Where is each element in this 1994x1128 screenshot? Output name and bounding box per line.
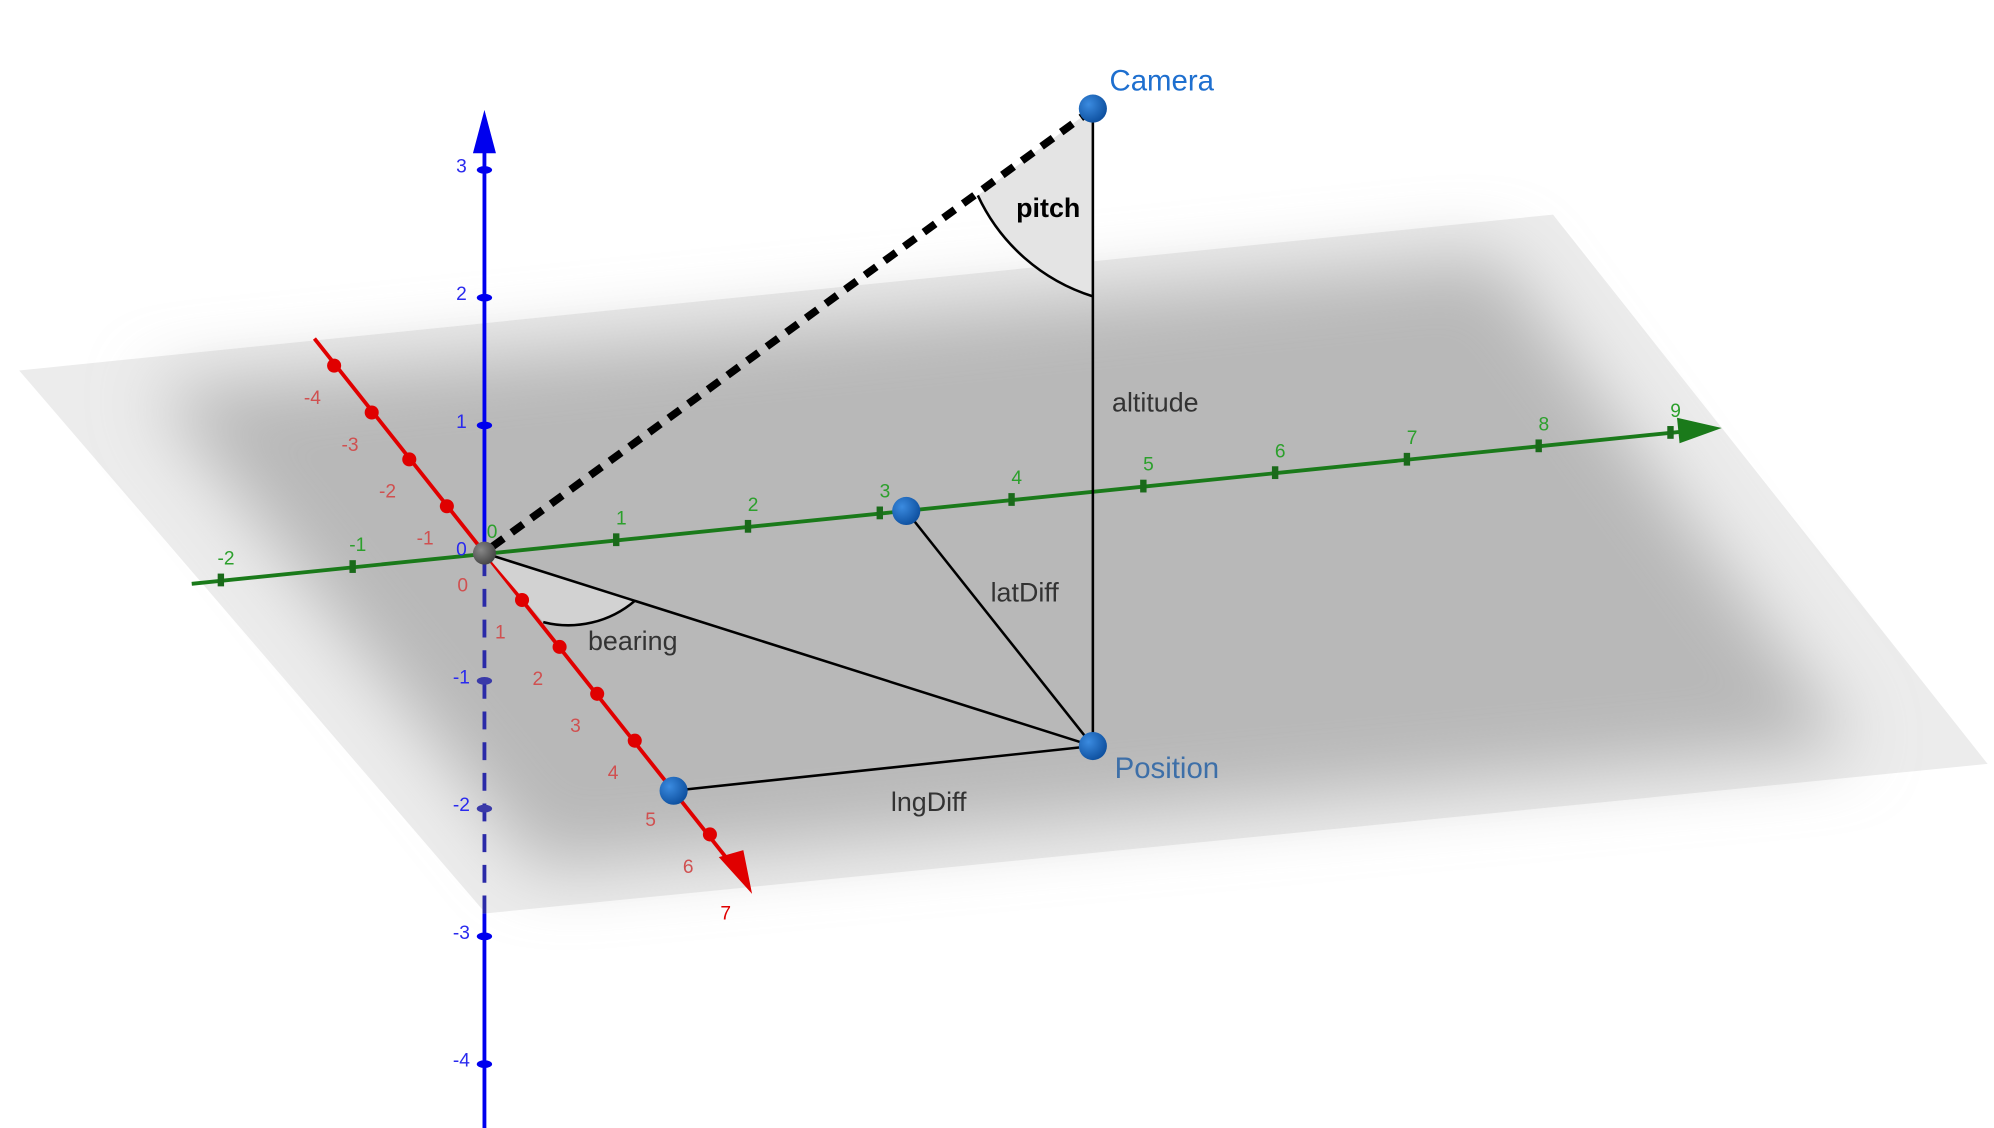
z-tick-label: -3 [453,923,470,944]
y-axis-arrow-icon [1677,417,1722,444]
position-point[interactable] [1078,731,1107,761]
x-tick-label: 1 [495,622,506,643]
y-tick-label: 5 [1143,455,1154,476]
x-tick-label: 4 [608,763,619,784]
camera-label: Camera [1109,65,1214,98]
x-axis-arrow-icon [718,850,753,894]
y-tick-label: 2 [748,495,759,516]
lat-diff-label: latDiff [991,578,1060,608]
distance-segment[interactable] [484,551,1094,748]
z-tick-mark [476,293,493,302]
x-tick-label: 5 [645,810,656,831]
x-tick-mark [364,405,379,420]
position-label: Position [1115,752,1220,785]
y-tick-label: 7 [1407,428,1418,449]
y-tick-label: -2 [217,549,234,570]
x-tick-mark [552,639,567,654]
pitch-angle[interactable] [977,108,1093,297]
x-tick-label: -1 [417,529,434,550]
y-tick-label: 6 [1275,441,1286,462]
y-tick-mark [1140,479,1147,493]
z-tick-label: 1 [456,412,467,433]
x-tick-label: -2 [379,482,396,503]
x-tick-label: 3 [570,716,581,737]
x-tick-mark [702,827,717,842]
x-axis-point[interactable] [659,776,688,805]
altitude-label: altitude [1112,387,1199,417]
x-tick-mark [590,686,605,701]
y-tick-mark [1403,452,1411,466]
z-tick-mark [476,804,493,813]
y-tick-mark [1535,439,1542,453]
y-tick-mark [1271,466,1279,480]
y-tick-label: 4 [1011,468,1022,489]
z-tick-label: -4 [453,1051,470,1072]
z-tick-label: 3 [456,156,467,177]
bearing-label: bearing [588,626,678,656]
x-tick-label: 2 [533,669,544,690]
lat-diff-segment[interactable] [905,510,1094,747]
x-tick-label: -4 [304,388,321,409]
z-tick-mark [476,421,493,430]
y-axis-point[interactable] [892,496,921,526]
z-tick-label: 0 [456,540,467,561]
z-axis-arrow-icon [472,109,496,154]
z-tick-label: -1 [453,667,470,688]
lng-diff-segment[interactable] [673,744,1094,793]
x-tick-mark [439,499,454,514]
y-tick-label: -1 [349,535,366,556]
y-tick-mark [1667,426,1674,439]
y-tick-label: 0 [487,522,498,543]
y-tick-mark [349,560,356,573]
y-tick-mark [876,506,883,520]
z-tick-mark [476,166,493,174]
x-tick-mark [627,733,642,748]
z-tick-mark [476,677,493,685]
z-tick-label: 2 [456,284,467,305]
y-tick-label: 9 [1670,401,1681,422]
z-axis[interactable] [472,109,496,1128]
pitch-label: pitch [1016,193,1080,223]
x-tick-label: 7 [720,904,731,925]
x-tick-mark [327,358,342,373]
xy-plane [19,214,1988,914]
origin-point[interactable] [472,541,496,565]
x-tick-mark [402,452,417,467]
y-tick-label: 3 [880,482,891,503]
x-tick-label: -3 [341,435,358,456]
z-tick-mark [476,932,493,941]
lng-diff-label: lngDiff [891,787,967,817]
z-tick-label: -2 [453,795,470,816]
x-tick-mark [514,592,530,608]
y-tick-mark [217,573,225,587]
y-tick-label: 1 [616,508,627,529]
y-tick-label: 8 [1538,415,1549,436]
x-tick-label: 6 [683,857,694,878]
camera-origin-line[interactable] [489,110,1089,550]
camera-point[interactable] [1078,94,1107,123]
y-tick-mark [613,533,620,547]
y-axis[interactable] [191,417,1722,586]
y-tick-mark [1008,493,1015,506]
y-tick-mark [744,519,752,533]
bearing-angle[interactable] [484,553,636,626]
x-tick-label: 0 [457,575,468,596]
z-tick-mark [476,1060,493,1068]
